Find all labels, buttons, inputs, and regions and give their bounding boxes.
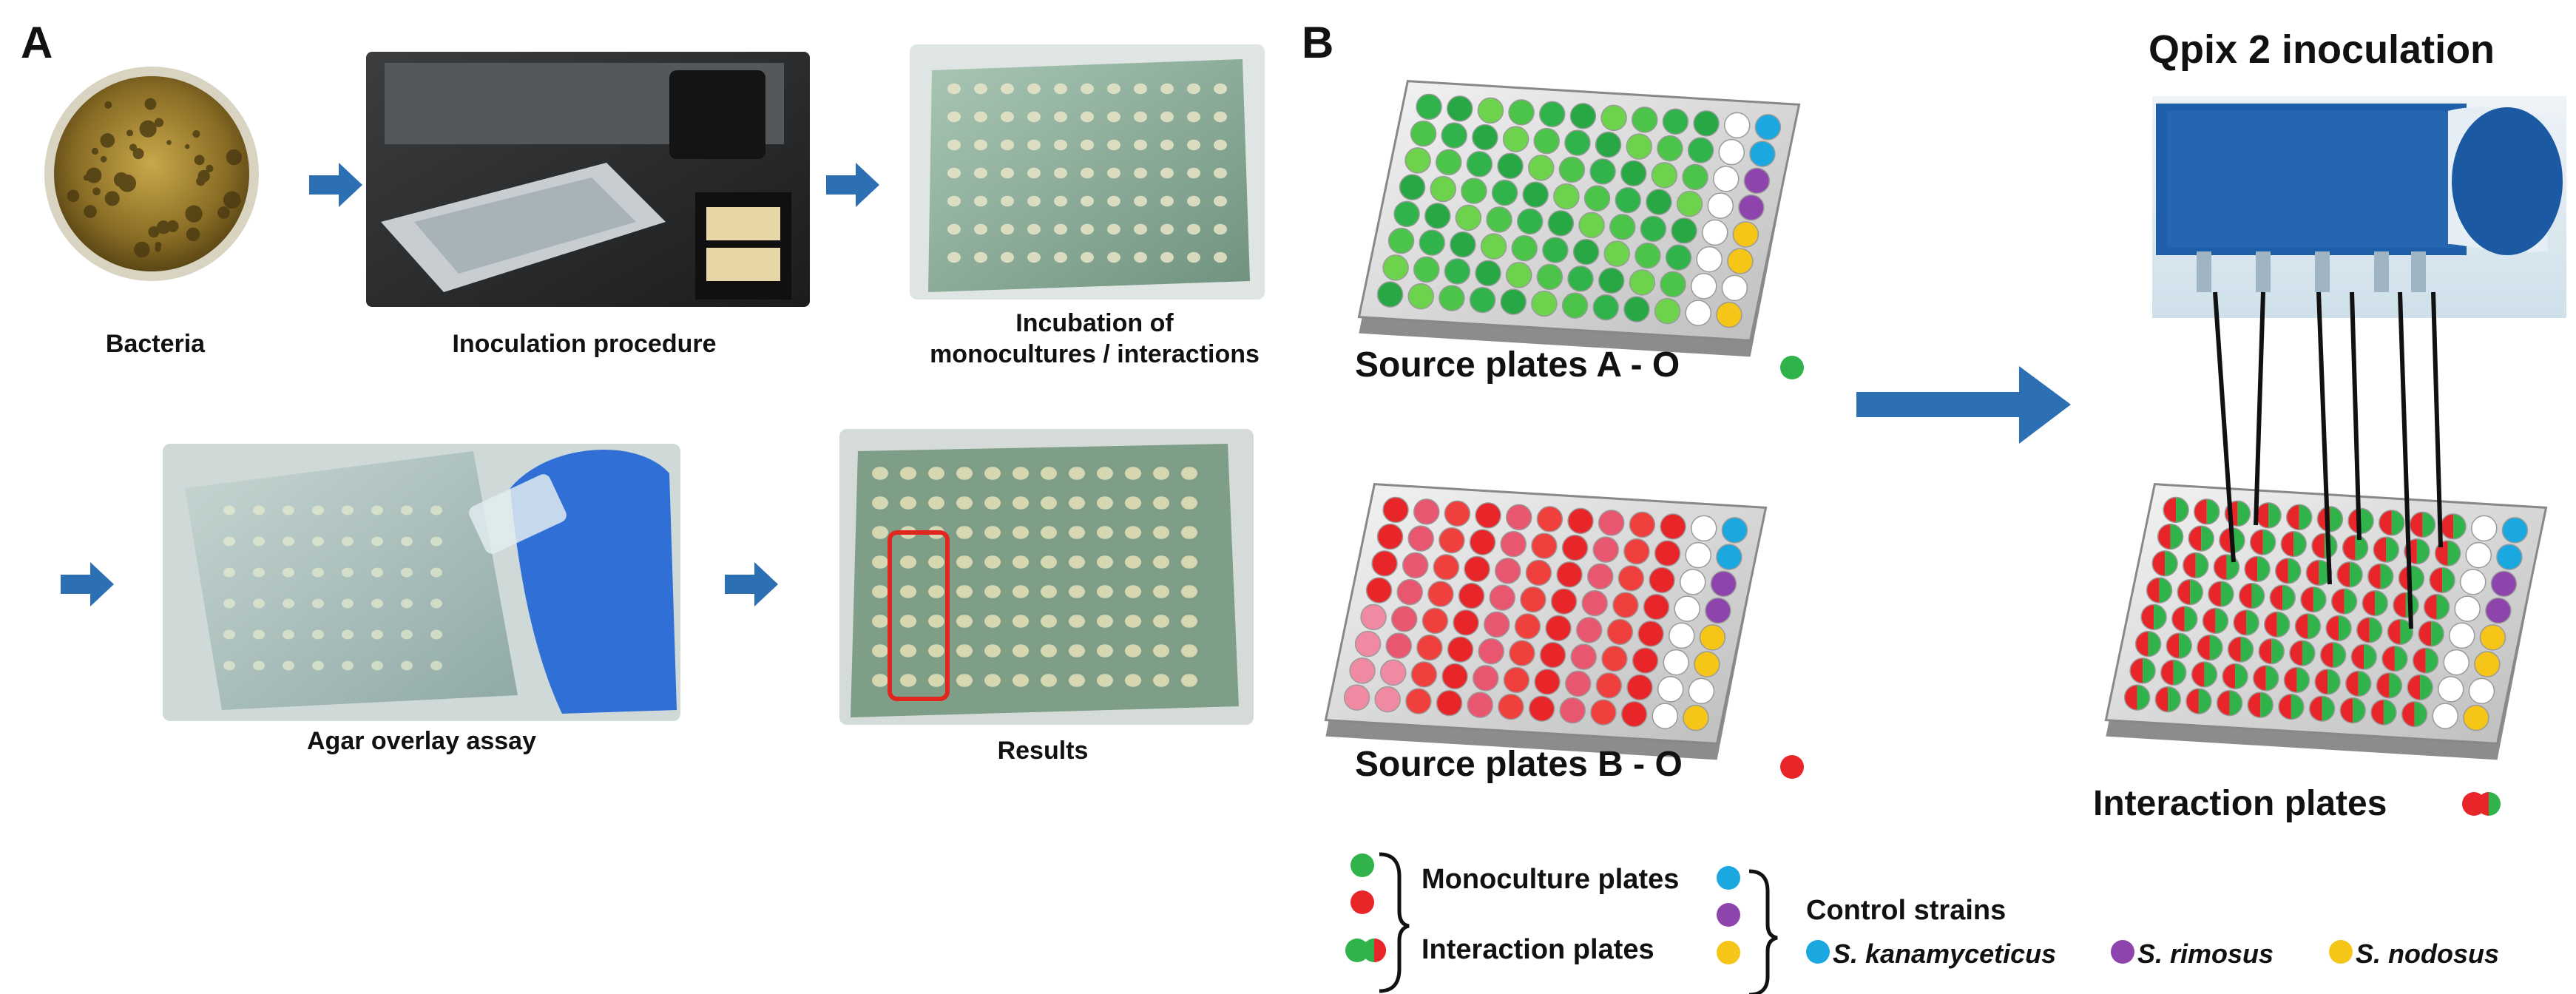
caption-agar-overlay: Agar overlay assay	[307, 727, 536, 755]
source-plate-a-graphic	[1357, 80, 1801, 357]
source-plates-a-label: Source plates A - O	[1355, 345, 1680, 385]
caption-incubation-line2: monocultures / interactions	[930, 340, 1260, 368]
legend-interaction: Interaction plates	[1421, 934, 1654, 965]
incubation-plate-photo	[910, 44, 1265, 300]
interaction-plates-label: Interaction plates	[2093, 784, 2387, 823]
panel-a-letter: A	[21, 18, 53, 67]
caption-incubation-line1: Incubation of	[1015, 309, 1174, 337]
legend-markers	[1345, 356, 2501, 964]
source-plate-b-graphic	[1324, 483, 1768, 760]
panel-b-arrow	[1856, 366, 2071, 444]
legend-brackets	[1379, 852, 1778, 994]
results-highlight-box	[888, 530, 950, 701]
qpix-title: Qpix 2 inoculation	[2149, 27, 2495, 72]
results-plate-photo	[839, 429, 1254, 725]
legend-strain-nodosus: S. nodosus	[2356, 939, 2500, 969]
source-plates-b-label: Source plates B - O	[1355, 745, 1683, 784]
caption-inoculation: Inoculation procedure	[452, 330, 717, 358]
caption-bacteria: Bacteria	[105, 330, 206, 358]
bacteria-petri-dish-photo	[44, 67, 259, 281]
legend-strain-kanamyceticus: S. kanamyceticus	[1833, 939, 2057, 969]
interaction-plate-graphic	[2104, 483, 2548, 760]
agar-overlay-photo	[163, 444, 680, 721]
legend-monoculture: Monoculture plates	[1421, 864, 1680, 895]
legend-control-strains: Control strains	[1806, 895, 2007, 926]
panel-b-letter: B	[1302, 18, 1334, 67]
legend-strain-rimosus: S. rimosus	[2137, 939, 2274, 969]
qpix-robot-graphic	[2152, 96, 2566, 629]
caption-results: Results	[997, 737, 1089, 765]
inoculation-robot-photo	[366, 52, 810, 307]
